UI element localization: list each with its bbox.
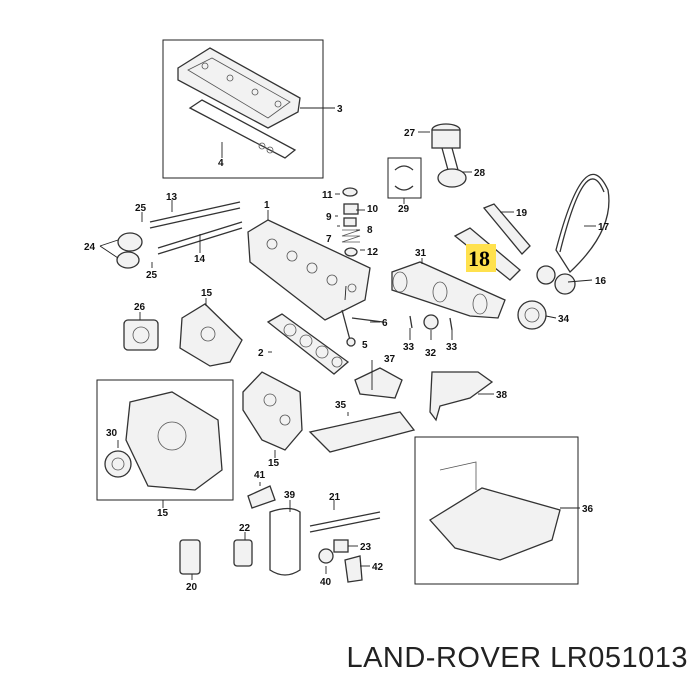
callout-42: 42 bbox=[372, 562, 384, 573]
bracket-42 bbox=[344, 555, 363, 583]
callout-7: 7 bbox=[326, 234, 332, 245]
cylinder-head bbox=[247, 219, 371, 321]
callout-17: 17 bbox=[598, 222, 610, 233]
callout-30: 30 bbox=[106, 428, 118, 439]
callout-32: 32 bbox=[425, 348, 437, 359]
valve-parts bbox=[341, 187, 361, 257]
drive-belt bbox=[269, 507, 301, 576]
engine-block bbox=[242, 371, 303, 451]
small-hardware bbox=[341, 309, 453, 347]
callout-29: 29 bbox=[398, 204, 410, 215]
piston-rod bbox=[431, 123, 467, 188]
part-23 bbox=[333, 539, 349, 553]
callout-37: 37 bbox=[384, 354, 396, 365]
callout-25-lower: 25 bbox=[146, 270, 158, 281]
leader-lines bbox=[99, 107, 596, 580]
callout-5: 5 bbox=[362, 340, 368, 351]
callout-15-center: 15 bbox=[268, 458, 280, 469]
callout-10: 10 bbox=[367, 204, 379, 215]
balance-shaft bbox=[309, 511, 381, 533]
timing-chain bbox=[555, 173, 610, 274]
callout-16: 16 bbox=[595, 276, 607, 287]
camshafts bbox=[116, 201, 243, 269]
callout-numbers: 1 2 3 4 5 6 7 8 9 10 11 12 13 14 15 15 1… bbox=[84, 104, 610, 593]
callout-8: 8 bbox=[367, 225, 373, 236]
highlight-background bbox=[466, 244, 496, 272]
callout-20: 20 bbox=[186, 582, 198, 593]
bracket-41 bbox=[247, 485, 276, 509]
callout-22: 22 bbox=[239, 523, 251, 534]
part-caption: LAND-ROVER LR051013 bbox=[268, 642, 688, 675]
sprockets bbox=[517, 265, 576, 330]
water-pump-housing bbox=[179, 303, 243, 367]
callout-35: 35 bbox=[335, 400, 347, 411]
callout-14: 14 bbox=[194, 254, 206, 265]
filter-housing bbox=[233, 539, 253, 567]
callout-4: 4 bbox=[218, 158, 224, 169]
callout-1: 1 bbox=[264, 200, 270, 211]
callout-3: 3 bbox=[337, 104, 343, 115]
oil-pan bbox=[428, 461, 561, 561]
bearing-shells bbox=[394, 165, 414, 191]
crankshaft bbox=[391, 261, 506, 319]
callout-2: 2 bbox=[258, 348, 264, 359]
oil-filter bbox=[179, 539, 201, 575]
callout-9: 9 bbox=[326, 212, 332, 223]
callout-38: 38 bbox=[496, 390, 508, 401]
callout-39: 39 bbox=[284, 490, 296, 501]
callout-11: 11 bbox=[322, 190, 333, 201]
callout-19: 19 bbox=[516, 208, 528, 219]
callout-27: 27 bbox=[404, 128, 416, 139]
callout-21: 21 bbox=[329, 492, 341, 503]
callout-23: 23 bbox=[360, 542, 372, 553]
valve-cover-box bbox=[162, 39, 324, 179]
front-cover bbox=[125, 391, 223, 491]
callout-33-right: 33 bbox=[446, 342, 458, 353]
brand-name: LAND-ROVER bbox=[346, 642, 542, 674]
callout-12: 12 bbox=[367, 247, 379, 258]
timing-guide bbox=[482, 203, 531, 255]
callout-28: 28 bbox=[474, 168, 486, 179]
gear-40 bbox=[318, 548, 334, 564]
oil-pump bbox=[354, 367, 403, 399]
callout-41: 41 bbox=[254, 470, 266, 481]
bearing-box bbox=[387, 157, 422, 199]
head-gasket bbox=[266, 313, 350, 375]
highlighted-part-label: 18 bbox=[468, 246, 490, 271]
callout-26: 26 bbox=[134, 302, 146, 313]
oil-pickup bbox=[429, 371, 494, 422]
part-number: LR051013 bbox=[550, 642, 688, 674]
callout-31: 31 bbox=[415, 248, 427, 259]
callout-15-lower: 15 bbox=[157, 508, 169, 519]
callout-40: 40 bbox=[320, 577, 332, 588]
callout-25-upper: 25 bbox=[135, 203, 147, 214]
callout-15-upper: 15 bbox=[201, 288, 213, 299]
callout-13: 13 bbox=[166, 192, 178, 203]
crank-seal bbox=[104, 450, 132, 478]
baffle bbox=[308, 411, 416, 453]
callout-33-left: 33 bbox=[403, 342, 415, 353]
valve-cover bbox=[177, 47, 301, 159]
callout-36: 36 bbox=[582, 504, 594, 515]
thermostat bbox=[123, 319, 159, 351]
front-cover-box bbox=[96, 379, 234, 501]
oil-pan-box bbox=[414, 436, 579, 585]
callout-34: 34 bbox=[558, 314, 570, 325]
callout-24: 24 bbox=[84, 242, 96, 253]
callout-6: 6 bbox=[382, 318, 388, 329]
